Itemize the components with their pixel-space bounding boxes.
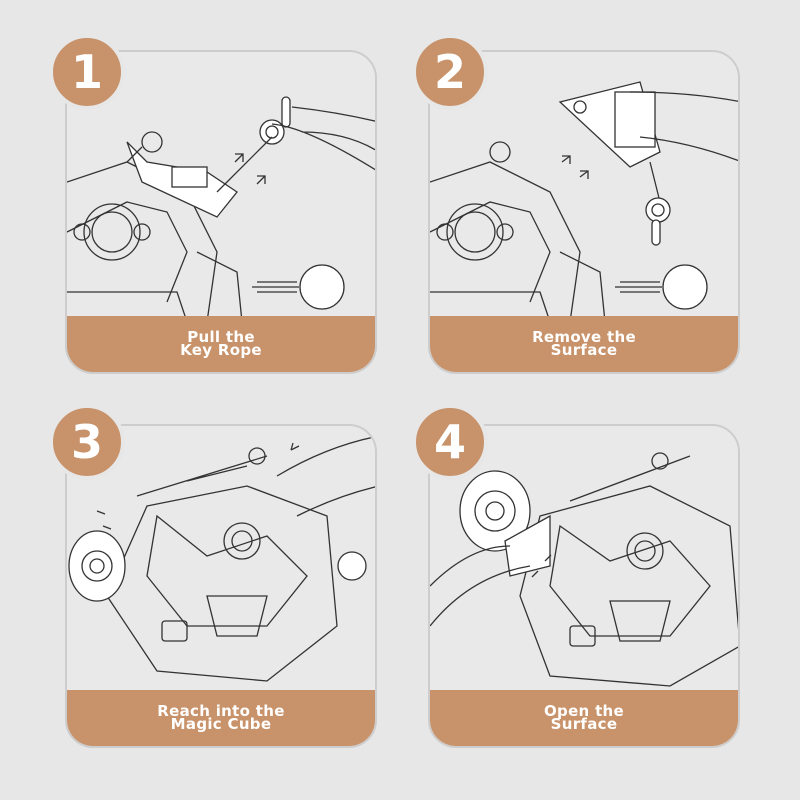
step-2-caption: Remove the Surface <box>532 328 636 359</box>
step-3-illustration <box>68 436 375 682</box>
step-1-panel: Pull the Key Rope <box>65 50 377 374</box>
step-4-number-badge: 4 <box>412 404 488 480</box>
step-1-caption: Pull the Key Rope <box>180 328 262 359</box>
step-4-caption-band: Open the Surface <box>430 690 738 746</box>
step-4-caption: Open the Surface <box>544 702 624 733</box>
step-3-caption: Reach into the Magic Cube <box>157 702 285 733</box>
step-2-illustration <box>430 81 738 322</box>
step-2-panel: Remove the Surface <box>428 50 740 374</box>
step-3-panel: Reach into the Magic Cube <box>65 424 377 748</box>
step-2-caption-band: Remove the Surface <box>430 316 738 372</box>
step-3-number-badge: 3 <box>49 404 125 480</box>
step-4-illustration <box>430 452 738 687</box>
step-3-caption-band: Reach into the Magic Cube <box>67 690 375 746</box>
step-4-panel: Open the Surface <box>428 424 740 748</box>
step-1-number-badge: 1 <box>49 34 125 110</box>
step-1-illustration <box>67 96 375 322</box>
step-1-caption-band: Pull the Key Rope <box>67 316 375 372</box>
step-2-number-badge: 2 <box>412 34 488 110</box>
